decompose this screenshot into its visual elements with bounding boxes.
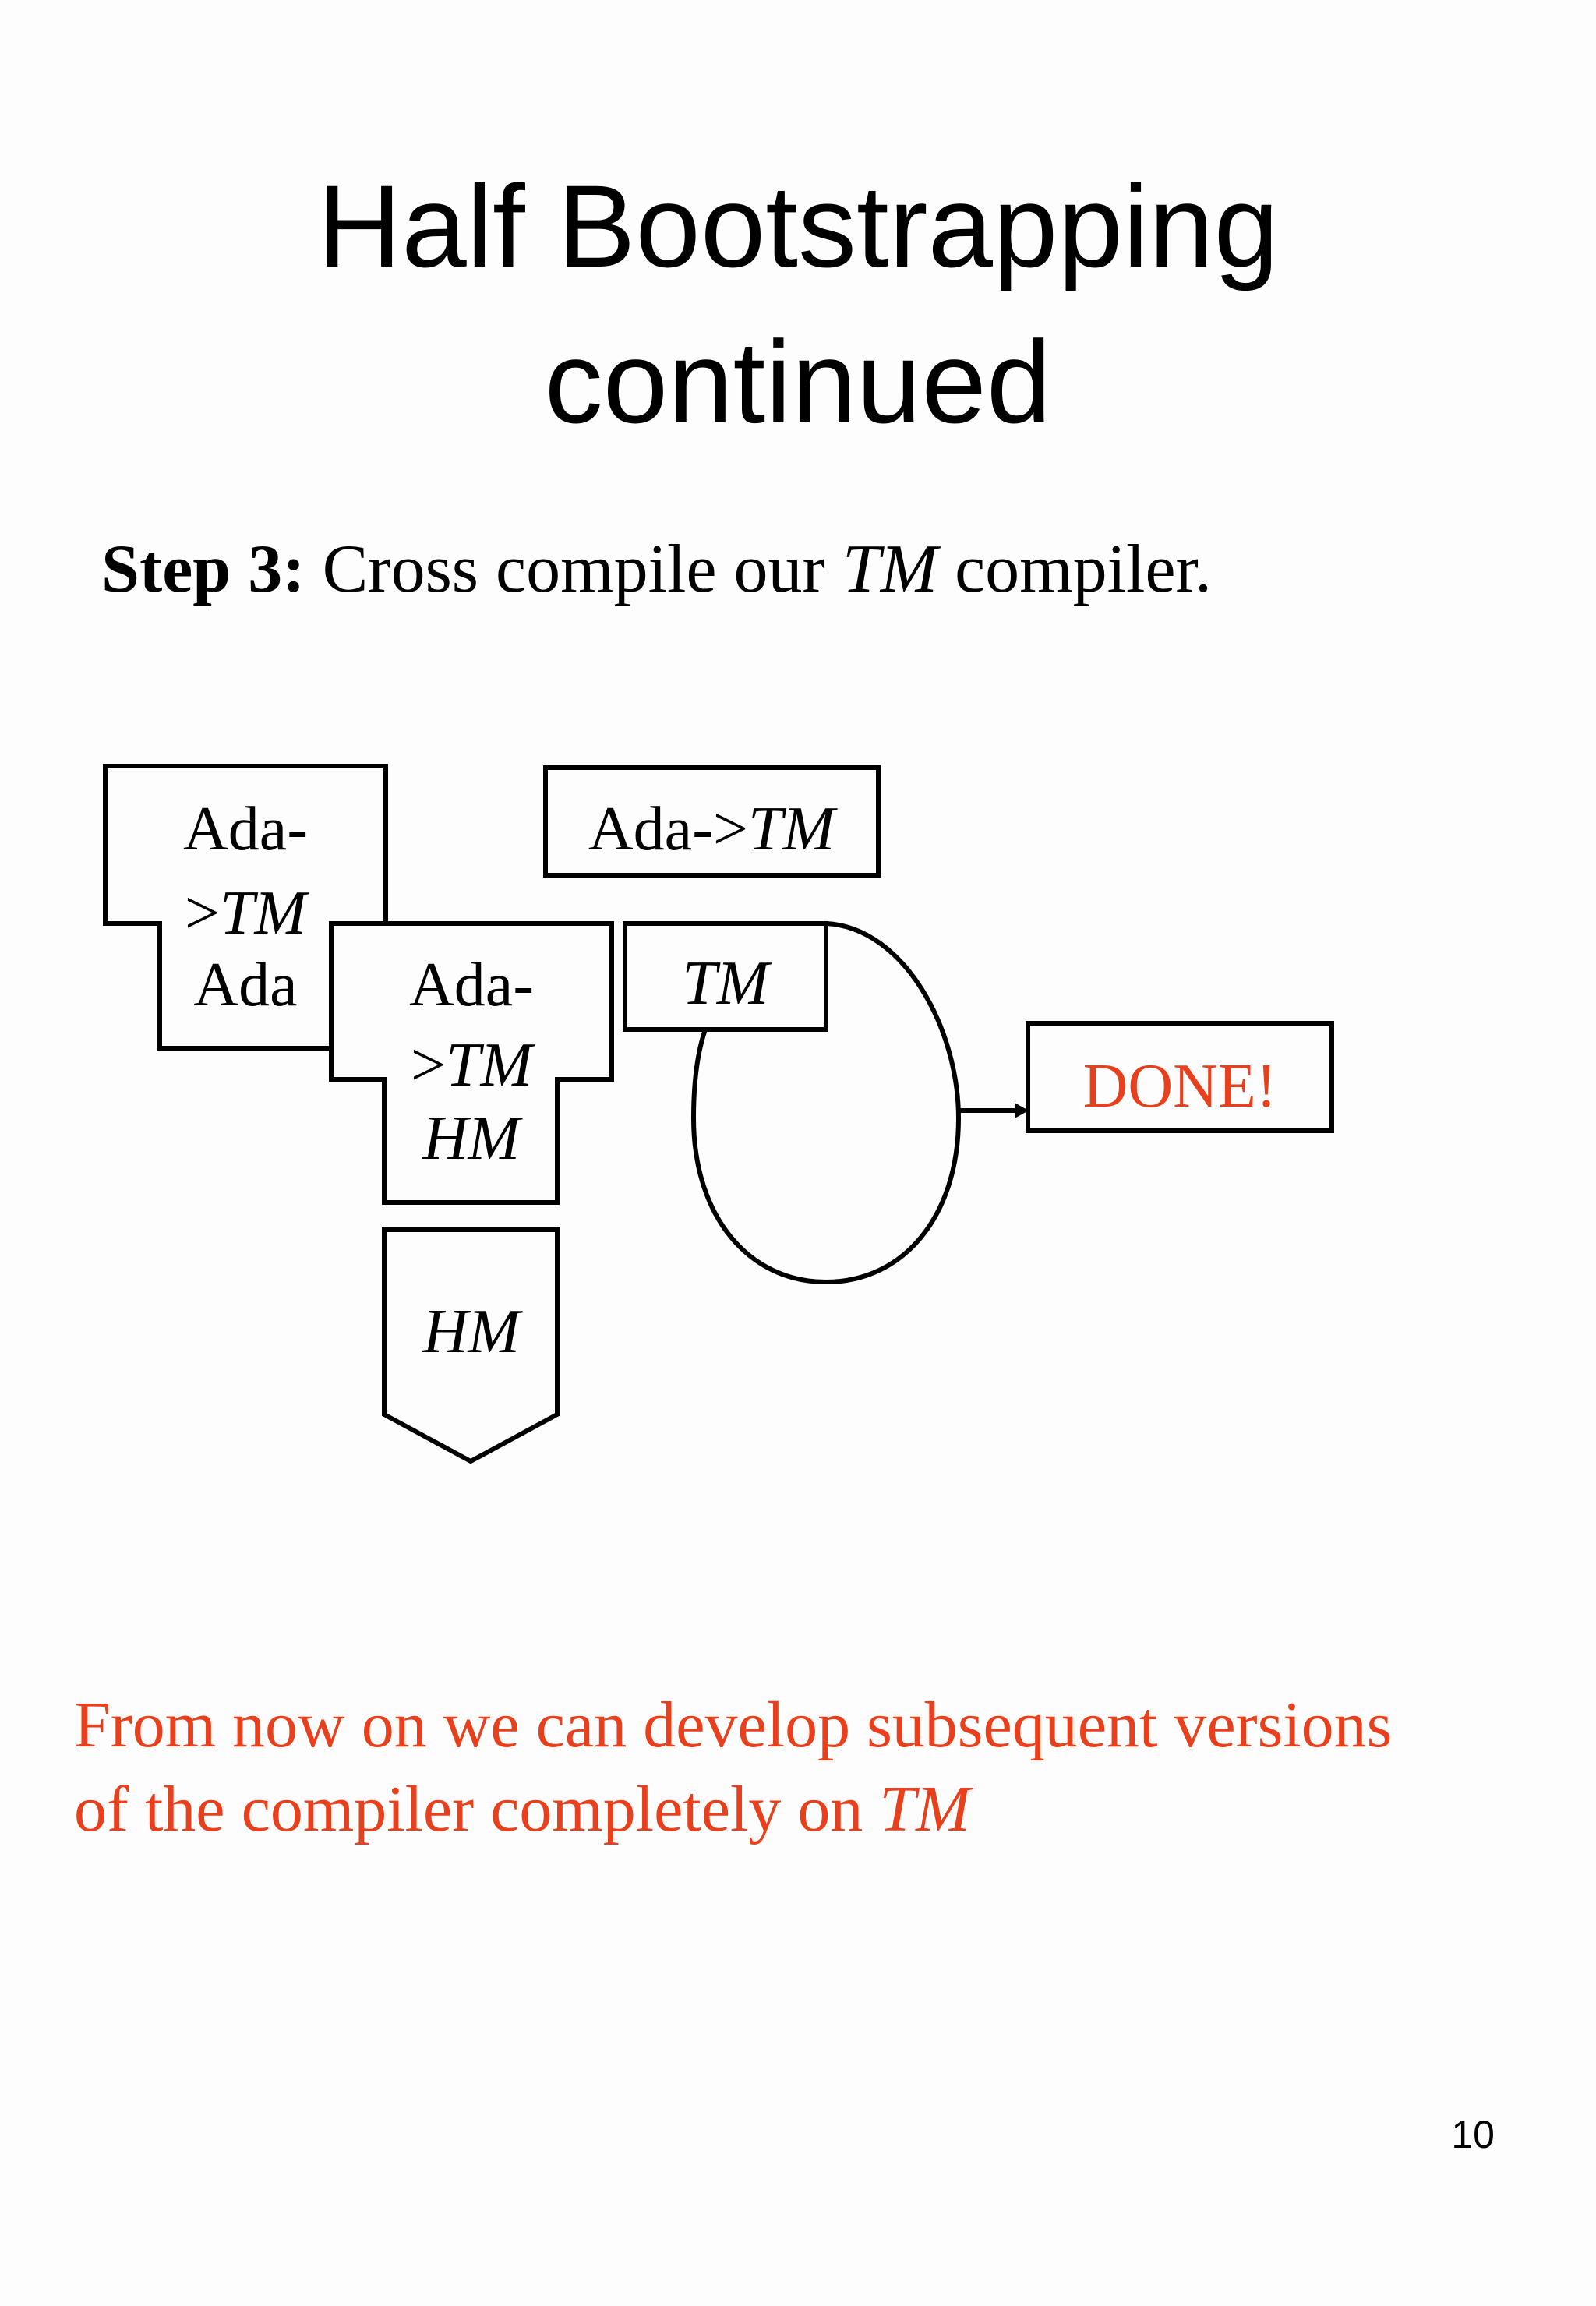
tshape-compiler-hm [329, 921, 614, 1205]
t1-top-line2-italic: TM [220, 879, 309, 948]
t2-top-line2: >TM [411, 1031, 536, 1100]
tm-box-label: TM [682, 949, 772, 1018]
t1-top-line2-prefix: > [185, 879, 220, 948]
t1-top-line1: Ada- [183, 795, 308, 863]
output-box-prefix: Ada-> [588, 795, 748, 863]
machine-hm-shape [382, 1227, 560, 1464]
title-line-1: Half Bootstrapping [316, 161, 1280, 291]
t2-bottom: HM [422, 1104, 524, 1173]
note-text: From now on we can develop subsequent ve… [74, 1683, 1555, 1852]
step-label: Step 3: [101, 531, 305, 607]
output-box-italic: TM [748, 795, 838, 863]
page-number: 10 [1451, 2113, 1495, 2156]
t2-top-line2-italic: TM [446, 1031, 535, 1100]
step-text-before: Cross compile our [305, 531, 842, 607]
slide-title: Half Bootstrapping continued [0, 148, 1596, 460]
note-line-1: From now on we can develop subsequent ve… [74, 1689, 1393, 1761]
loop-curve [690, 921, 962, 1285]
output-box-shape [543, 765, 881, 878]
t2-top-line1: Ada- [409, 951, 534, 1019]
step-text-after: compiler. [937, 531, 1212, 607]
t1-top-line2: >TM [185, 879, 310, 948]
t1-bottom: Ada [193, 951, 297, 1019]
step-text-italic: TM [842, 531, 938, 607]
tm-box-shape [623, 921, 828, 1032]
note-line-2-italic: TM [879, 1773, 971, 1845]
note-line-2-text: of the compiler completely on [74, 1773, 880, 1845]
step-description: Step 3: Cross compile our TM compiler. [101, 530, 1212, 609]
machine-hm-label: HM [422, 1298, 524, 1366]
done-box-shape [1026, 1021, 1334, 1133]
done-label: DONE! [1083, 1052, 1277, 1121]
note-line-2: of the compiler completely on TM [74, 1767, 1555, 1852]
t2-top-line2-prefix: > [411, 1031, 446, 1100]
output-box-label: Ada->TM [588, 795, 839, 863]
arrow-head [1015, 1103, 1029, 1118]
title-line-2: continued [544, 316, 1052, 447]
